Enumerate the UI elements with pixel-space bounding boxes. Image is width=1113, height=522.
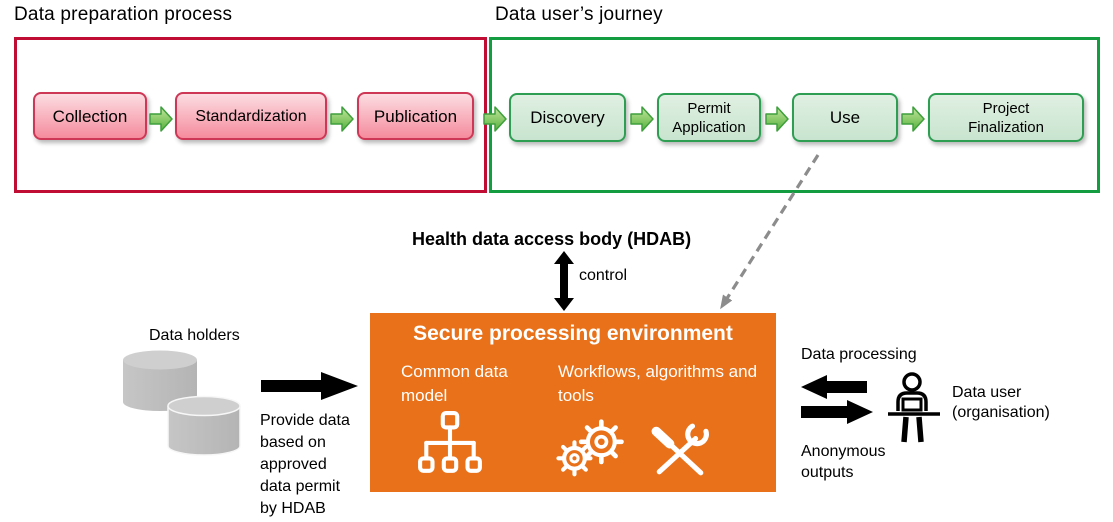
step-discovery: Discovery: [509, 93, 626, 142]
provide-data-caption: Provide data based on approved data perm…: [260, 412, 350, 517]
step-collection: Collection: [33, 92, 147, 140]
step-label: Permit Application: [672, 99, 746, 136]
flow-arrow-icon: [149, 106, 173, 132]
data-holders-label: Data holders: [149, 327, 240, 344]
flow-arrow-icon: [765, 106, 789, 132]
flow-arrow-icon: [483, 106, 507, 132]
flow-arrow-icon: [330, 106, 354, 132]
step-label: Discovery: [530, 108, 605, 127]
person-at-desk-icon: [888, 372, 940, 443]
prep-process-title: Data preparation process: [14, 4, 233, 25]
step-label: Collection: [52, 106, 128, 126]
step-label: Publication: [373, 106, 458, 126]
data-processing-label: Data processing: [801, 346, 917, 363]
tools-icon: [651, 423, 709, 476]
step-label: Project Finalization: [968, 99, 1044, 136]
flow-arrow-icon: [901, 106, 925, 132]
provide-data-arrow-icon: [261, 372, 358, 400]
step-permit-application: Permit Application: [657, 93, 761, 142]
user-journey-title: Data user’s journey: [495, 4, 663, 25]
step-project-finalization: Project Finalization: [928, 93, 1084, 142]
control-label: control: [579, 267, 628, 284]
workflows-tools-label: Workflows, algorithms and tools: [558, 362, 758, 405]
anonymous-outputs-arrow-icon: [801, 400, 873, 424]
gears-icon: [556, 419, 624, 477]
data-user-label: Data user (organisation): [952, 384, 1050, 421]
database-icon: [123, 350, 241, 456]
org-chart-icon: [418, 411, 482, 473]
step-standardization: Standardization: [175, 92, 327, 140]
step-label: Standardization: [195, 107, 307, 125]
data-processing-arrow-icon: [801, 375, 867, 399]
spe-title: Secure processing environment: [413, 322, 733, 345]
common-data-model-label: Common data model: [401, 362, 508, 405]
control-arrow-icon: [554, 251, 574, 311]
secure-processing-environment: Secure processing environment Common dat…: [370, 313, 776, 492]
dashed-arrow-icon: [720, 154, 820, 310]
anonymous-outputs-label: Anonymous outputs: [801, 443, 886, 481]
flow-arrow-icon: [630, 106, 654, 132]
hdab-title: Health data access body (HDAB): [412, 229, 692, 249]
step-use: Use: [792, 93, 898, 142]
step-label: Use: [829, 108, 861, 127]
step-publication: Publication: [357, 92, 474, 140]
